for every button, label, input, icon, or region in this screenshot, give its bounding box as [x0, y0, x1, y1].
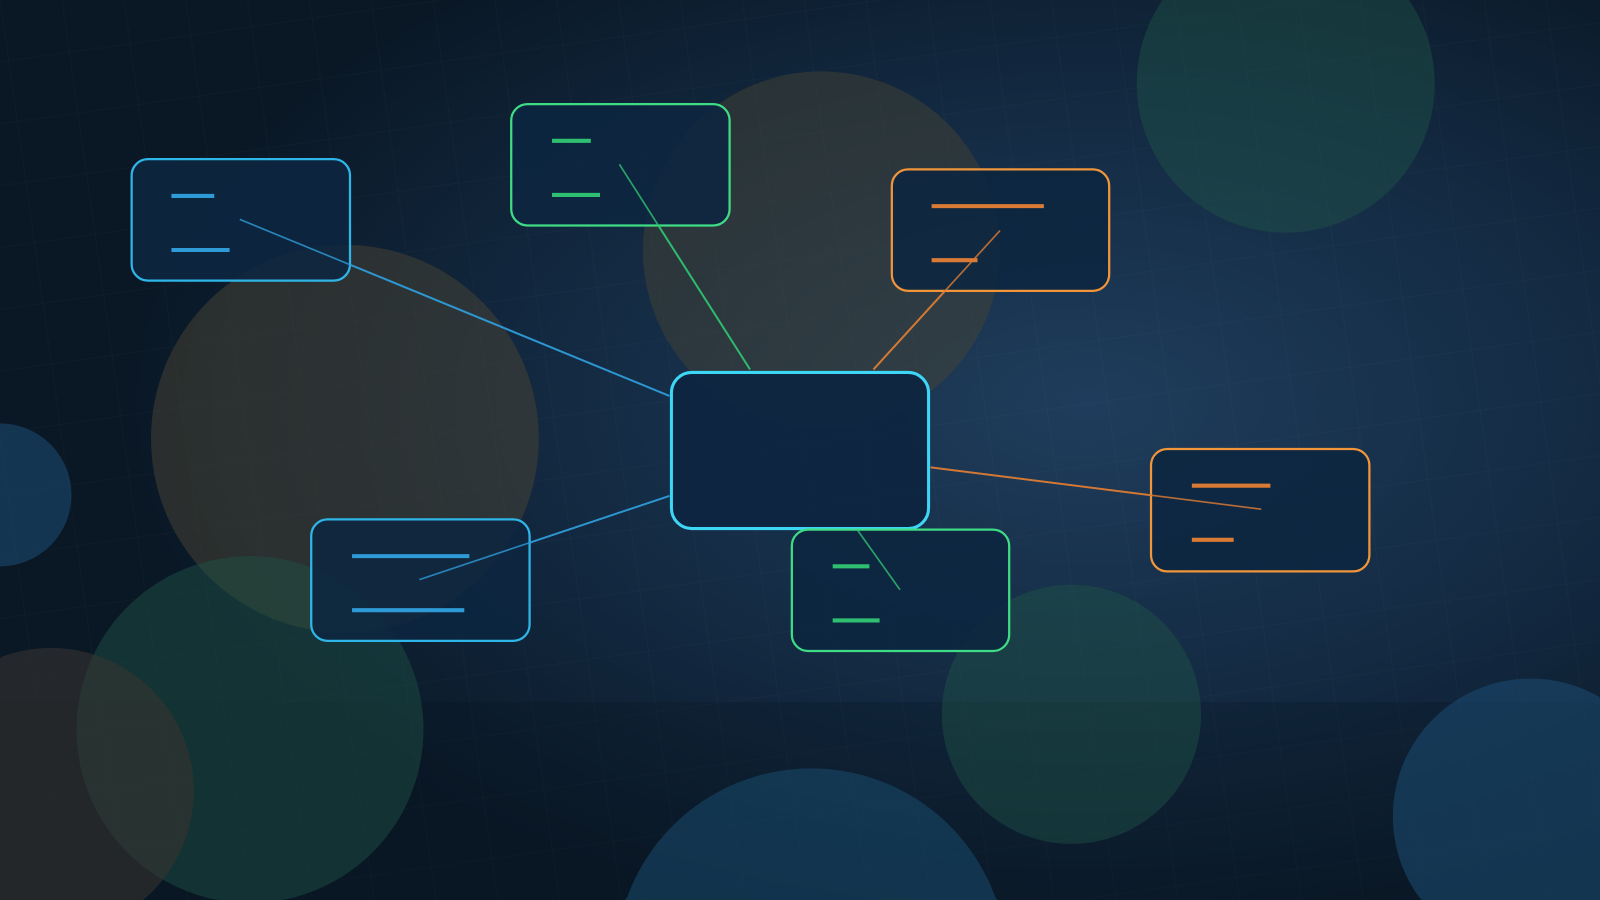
node-right — [1149, 447, 1371, 573]
nodes — [130, 102, 1371, 653]
node-bottom-left-connector-overlay — [419, 495, 670, 581]
center-node — [669, 370, 931, 531]
node-top-left-connector-overlay — [239, 218, 670, 397]
bg-circle — [0, 647, 194, 900]
node-bottom-connector-overlay — [856, 529, 901, 591]
node-bottom — [790, 528, 1011, 653]
bg-circle — [941, 584, 1202, 844]
bg-circle — [642, 71, 1000, 429]
node-top-connector-overlay — [618, 163, 751, 370]
bg-circle — [615, 768, 1008, 900]
bg-circle — [1136, 0, 1435, 233]
bg-circle — [0, 423, 72, 567]
node-top-right-connector-overlay — [872, 230, 1001, 370]
node-right-connector-overlay — [930, 466, 1262, 510]
node-top-right — [890, 168, 1111, 292]
bg-circle — [1392, 678, 1600, 900]
